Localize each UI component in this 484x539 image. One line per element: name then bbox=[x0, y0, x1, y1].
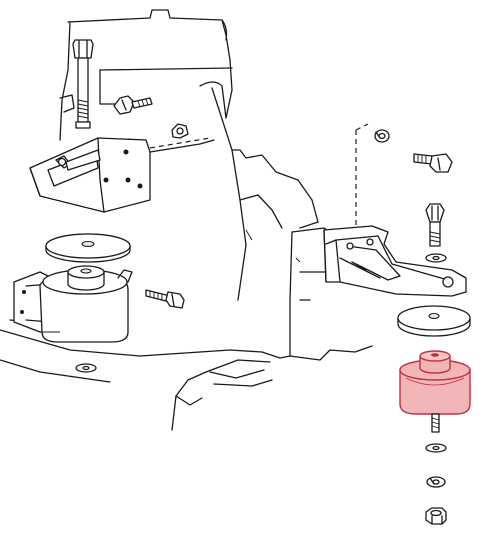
left-spacer-disc bbox=[45, 233, 131, 263]
guide-line bbox=[355, 123, 369, 228]
left-rubber-mount bbox=[13, 265, 133, 343]
right-washers bbox=[425, 443, 447, 488]
top-washer bbox=[171, 123, 189, 139]
left-washer bbox=[75, 363, 97, 373]
right-rubber-mount-highlighted bbox=[399, 350, 471, 415]
right-hex-bolt-top bbox=[413, 153, 453, 173]
left-mount-bolt bbox=[145, 289, 185, 309]
right-nut bbox=[425, 507, 447, 525]
left-side-bolt bbox=[113, 95, 153, 115]
left-long-bolt bbox=[72, 39, 94, 129]
right-bracket bbox=[323, 225, 467, 297]
left-mount-bracket bbox=[29, 137, 215, 213]
right-washer-mid bbox=[425, 253, 447, 263]
right-stud bbox=[431, 413, 440, 433]
engine-block-outline bbox=[0, 9, 373, 431]
right-spacer-disc bbox=[397, 305, 471, 337]
right-lock-washer-top bbox=[374, 129, 390, 143]
right-vertical-bolt bbox=[425, 203, 445, 247]
